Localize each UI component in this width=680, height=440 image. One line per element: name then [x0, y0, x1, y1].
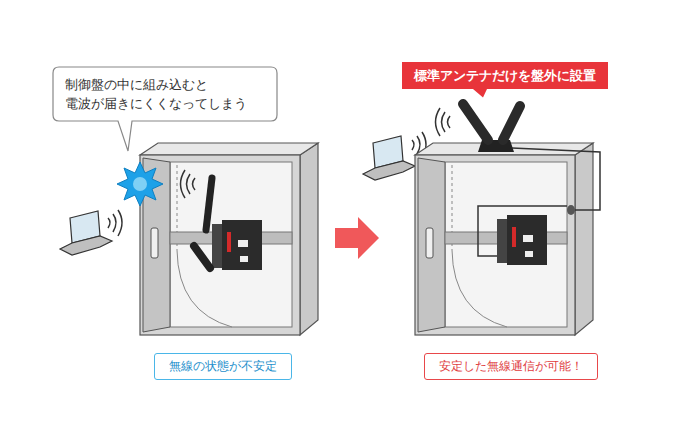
callout-outline — [53, 67, 277, 121]
wave — [448, 116, 451, 128]
antenna — [206, 178, 212, 230]
cabinet-side — [575, 143, 593, 335]
label-text: 安定した無線通信が可能！ — [439, 359, 583, 374]
wave — [436, 108, 441, 136]
radio-waves — [181, 170, 196, 198]
wireless-router — [497, 215, 547, 265]
wave — [181, 170, 186, 198]
callout-shape — [402, 62, 608, 98]
laptop — [60, 211, 112, 255]
status-box: 無線の状態が不安定 — [154, 353, 292, 380]
router-port — [240, 256, 248, 262]
control-cabinet — [415, 143, 593, 335]
cabinet-front — [415, 155, 575, 335]
cabinet-top — [140, 143, 318, 155]
control-cabinet — [140, 143, 318, 335]
laptop — [363, 136, 415, 180]
cable-hole — [567, 205, 575, 215]
banner-callout: 標準アンテナだけを盤外に設置 — [402, 62, 608, 89]
wave — [187, 174, 191, 194]
wave — [108, 218, 110, 228]
router-port — [523, 235, 533, 242]
cabinet-side — [300, 143, 318, 335]
wave — [412, 140, 414, 150]
antenna-paddle — [463, 104, 488, 140]
router-stripe — [227, 232, 231, 252]
cabinet-interior — [445, 162, 567, 327]
interference-burst — [117, 162, 163, 206]
wave — [113, 214, 116, 232]
router-port — [238, 240, 248, 247]
router-port — [525, 251, 533, 257]
laptop-base — [363, 161, 415, 180]
transition-arrow — [335, 217, 379, 259]
antenna — [194, 246, 210, 268]
antenna-cable — [512, 148, 600, 210]
wave — [118, 210, 122, 236]
speech-bubble: 制御盤の中に組み込むと 電波が届きにくくなってしまう — [53, 67, 277, 121]
cabinet-front — [140, 155, 300, 335]
burst-core — [133, 177, 147, 191]
router-body — [507, 215, 547, 265]
label-text: 無線の状態が不安定 — [169, 359, 277, 374]
router-stripe — [512, 227, 516, 247]
cabinet-interior — [170, 162, 292, 327]
callout-shape — [53, 67, 277, 151]
door-handle — [151, 228, 158, 258]
external-antenna — [463, 104, 520, 152]
label-text: 標準アンテナだけを盤外に設置 — [414, 67, 596, 84]
label-text: 制御盤の中に組み込むと 電波が届きにくくなってしまう — [65, 75, 265, 113]
wave — [442, 112, 446, 132]
cabinet-door — [418, 158, 445, 332]
radio-waves — [108, 210, 122, 236]
antenna-paddle — [503, 106, 520, 140]
wireless-router — [194, 178, 262, 270]
status-box: 安定した無線通信が可能！ — [424, 353, 598, 380]
wave — [193, 178, 196, 190]
laptop-base — [60, 236, 112, 255]
door-handle — [426, 228, 433, 258]
router-body — [222, 220, 262, 270]
